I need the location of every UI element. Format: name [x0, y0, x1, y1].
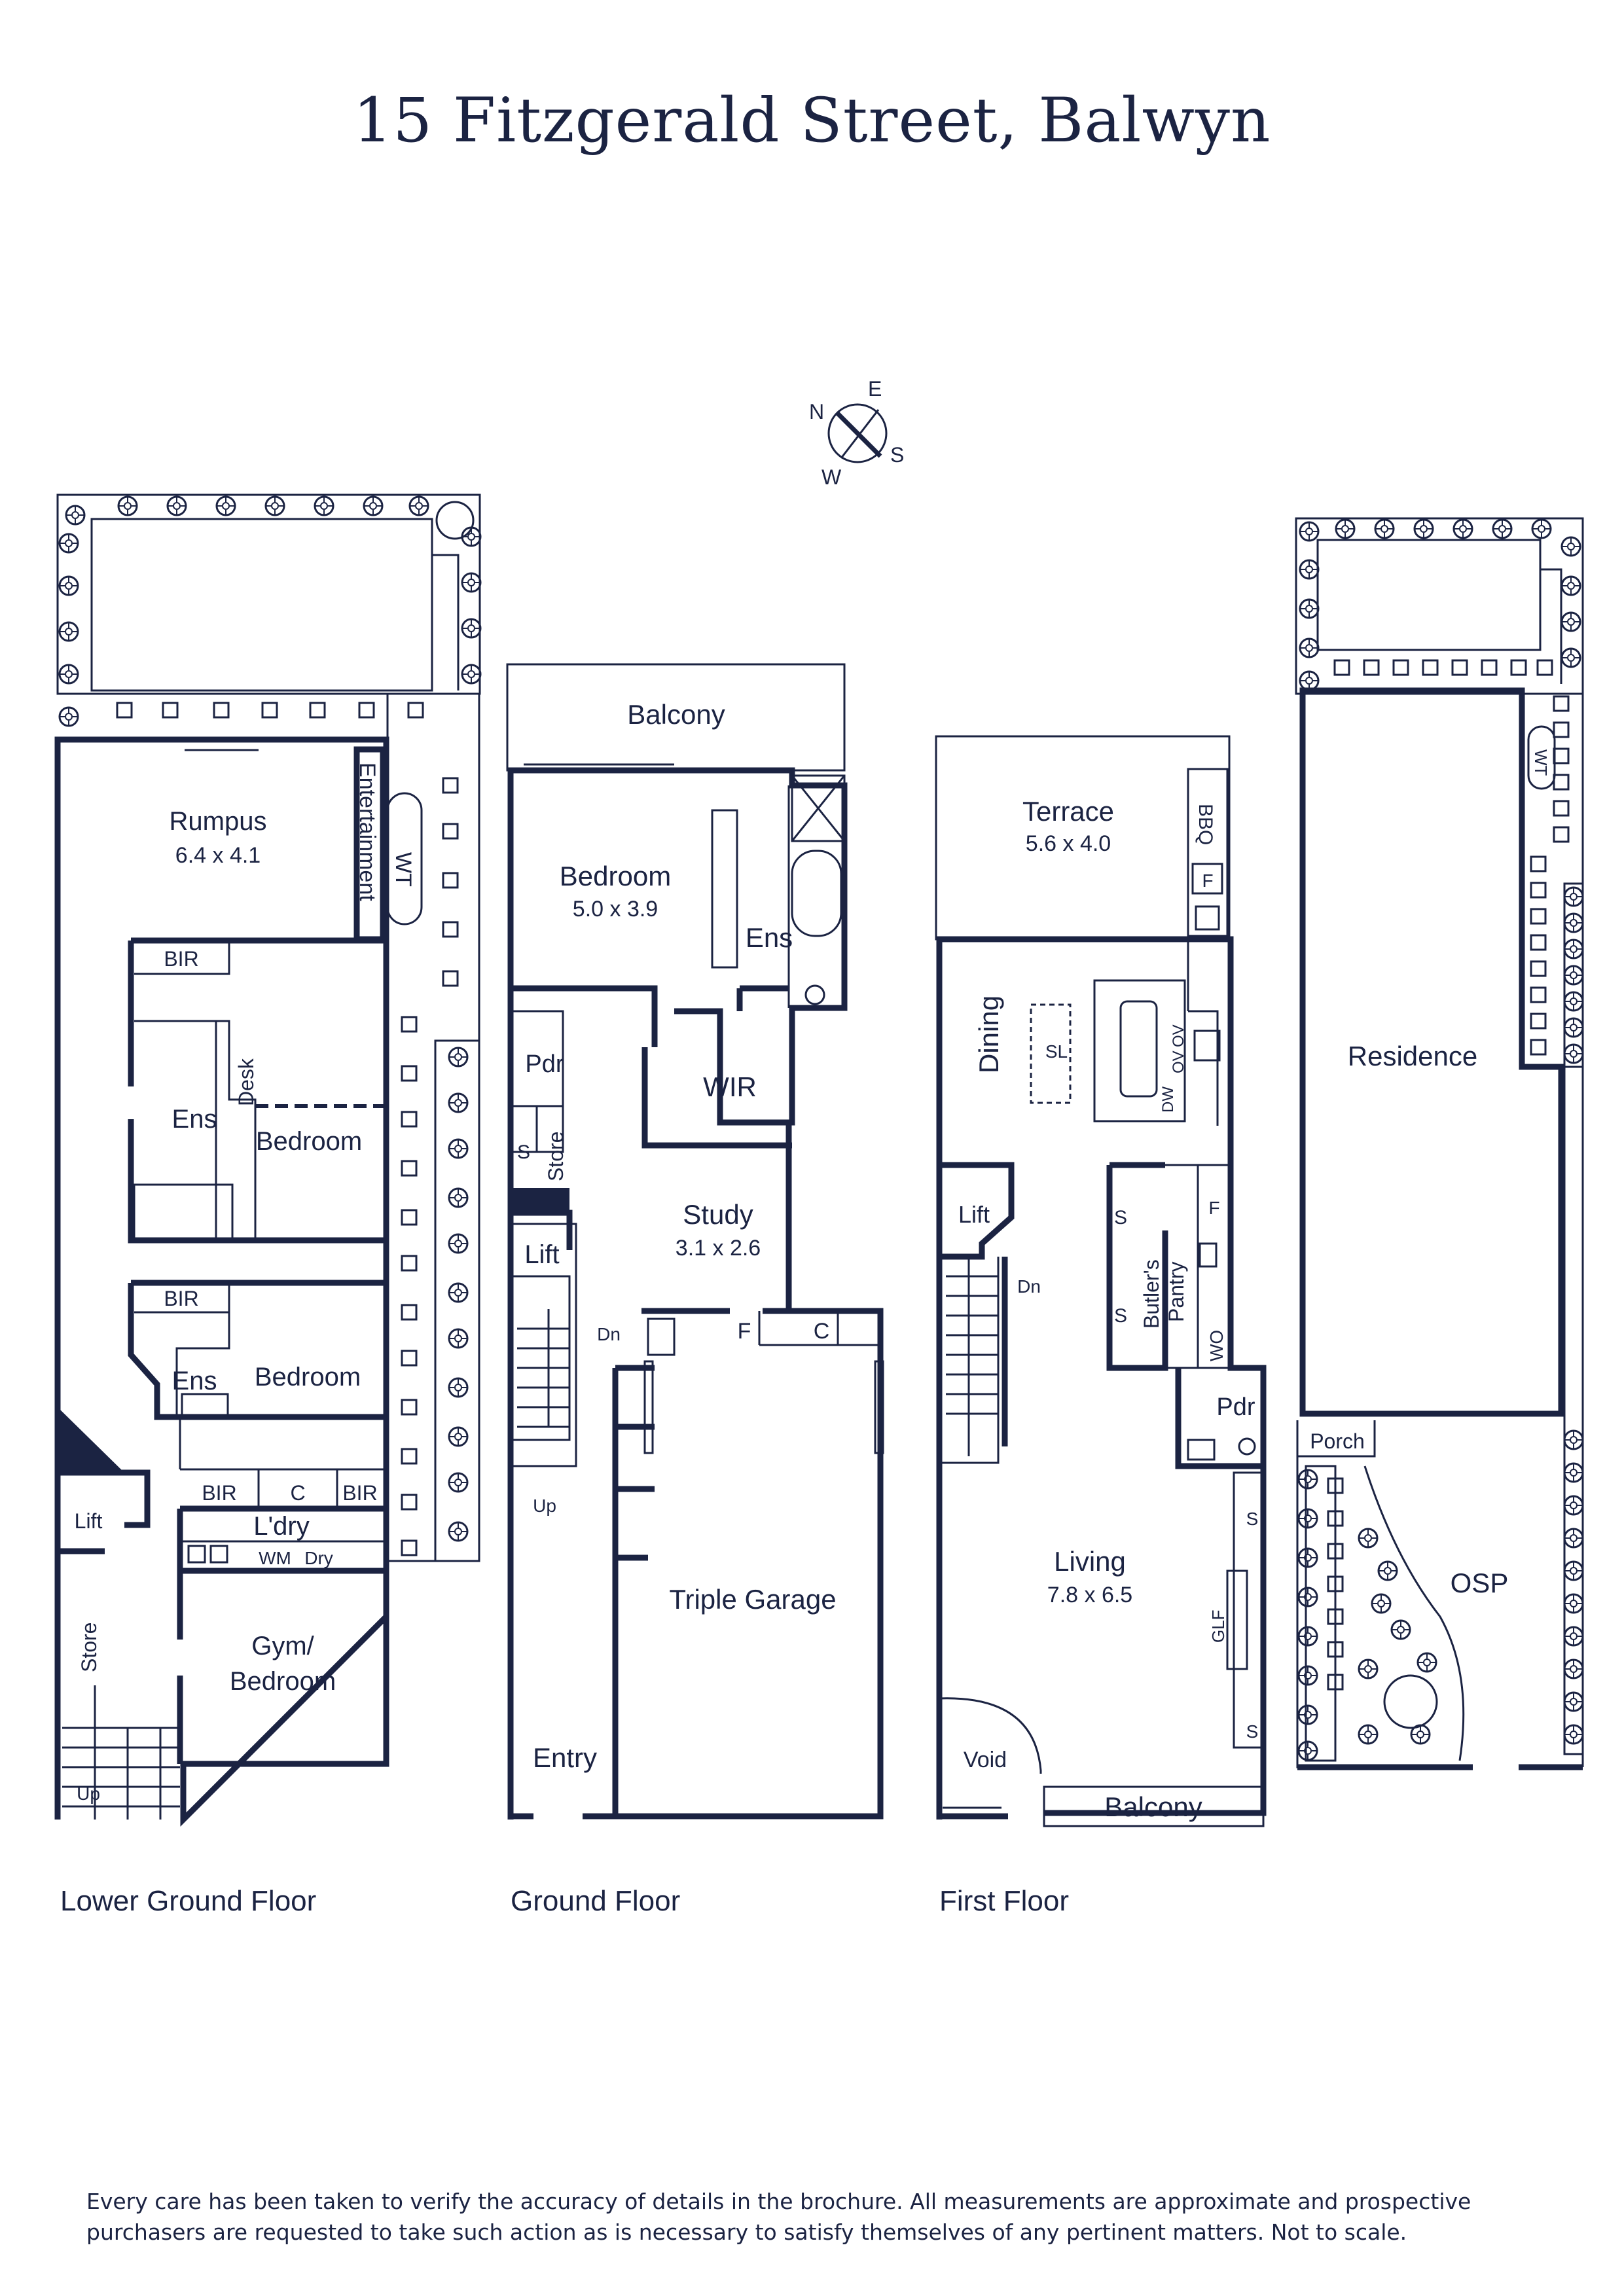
- first-dining-label: Dining: [973, 996, 1004, 1073]
- ground-study-label: Study: [683, 1199, 753, 1230]
- first-living-dim: 7.8 x 6.5: [1047, 1583, 1132, 1607]
- lower-ground-floor-label: Lower Ground Floor: [60, 1885, 317, 1917]
- ground-bedroom-dim: 5.0 x 3.9: [573, 897, 658, 922]
- lower-ens-label-2: Ens: [172, 1367, 217, 1395]
- first-s-label-3: S: [1246, 1509, 1259, 1529]
- lower-wm-label: WM: [259, 1548, 291, 1568]
- site-porch-label: Porch: [1310, 1429, 1365, 1453]
- site-residence-outline: [1299, 687, 1564, 1417]
- ground-entry-label: Entry: [533, 1742, 597, 1773]
- ground-s-label: S: [517, 1141, 530, 1163]
- ground-up-label: Up: [533, 1496, 556, 1516]
- ground-wir-label: WIR: [703, 1071, 757, 1102]
- lower-up-label: Up: [77, 1784, 100, 1804]
- first-floor: Terrace 5.6 x 4.0 BBQ F Dining SL OV OV …: [935, 735, 1267, 1827]
- lower-side-trees: [448, 1047, 469, 1542]
- site-osp-label: OSP: [1451, 1568, 1509, 1598]
- first-dw-label: DW: [1159, 1086, 1177, 1113]
- first-s-label-1: S: [1114, 1207, 1127, 1229]
- lower-lift-label: Lift: [75, 1509, 103, 1533]
- disclaimer: Every care has been taken to verify the …: [86, 2186, 1559, 2248]
- first-ov-label: OV: [1170, 1050, 1187, 1073]
- lower-outline: [54, 736, 389, 1827]
- first-void-label: Void: [964, 1748, 1007, 1772]
- first-dn-label: Dn: [1017, 1276, 1041, 1297]
- lower-ens-label-1: Ens: [172, 1105, 217, 1134]
- compass-w: W: [821, 465, 842, 489]
- first-living-label: Living: [1054, 1546, 1126, 1577]
- site-residence-label: Residence: [1348, 1041, 1477, 1071]
- first-terrace-label: Terrace: [1022, 796, 1114, 827]
- site-plan: WT Residence Porch OSP: [1295, 517, 1584, 1770]
- first-floor-label: First Floor: [939, 1885, 1069, 1917]
- first-pantry-label: Pantry: [1164, 1262, 1188, 1322]
- first-f-label-2: F: [1208, 1198, 1219, 1218]
- first-terrace-dim: 5.6 x 4.0: [1026, 831, 1111, 856]
- lower-bedroom-label-2: Bedroom: [255, 1363, 361, 1391]
- first-s-label-2: S: [1114, 1305, 1127, 1327]
- ground-floor: Balcony Bedroom 5.0 x 3.9 Ens WIR Pdr S …: [506, 663, 884, 1820]
- ground-dn-label: Dn: [597, 1324, 621, 1344]
- ground-garage-label: Triple Garage: [669, 1584, 836, 1615]
- site-garden: [1295, 517, 1584, 695]
- site-wt-label: WT: [1531, 749, 1551, 776]
- first-f-label-1: F: [1202, 870, 1213, 891]
- ground-balcony-label: Balcony: [627, 699, 725, 730]
- compass: N E S W: [809, 377, 904, 489]
- lower-c-label: C: [290, 1481, 305, 1505]
- compass-e: E: [868, 377, 882, 401]
- ground-store-label: Store: [544, 1132, 568, 1181]
- site-side-trees: [1563, 886, 1584, 1745]
- compass-circle: [827, 403, 888, 463]
- first-s-label-4: S: [1246, 1721, 1259, 1742]
- property-title: 15 Fitzgerald Street, Balwyn: [353, 85, 1271, 156]
- lower-gym-label-2: Bedroom: [230, 1667, 336, 1696]
- lower-wt-label: WT: [391, 852, 416, 887]
- lower-garden-trees: [58, 495, 482, 727]
- ground-c-label: C: [814, 1319, 830, 1344]
- lower-entertainment-label: Entertainment: [355, 762, 380, 901]
- ground-floor-label: Ground Floor: [511, 1885, 681, 1917]
- ground-study-dim: 3.1 x 2.6: [676, 1236, 761, 1261]
- lower-garden: [56, 493, 481, 695]
- ground-outline: [507, 767, 884, 1820]
- first-glf-label: GLF: [1208, 1609, 1228, 1643]
- first-bbq-label: BBQ: [1195, 804, 1216, 845]
- compass-s: S: [890, 443, 904, 467]
- site-posts: [1333, 659, 1570, 1056]
- lower-bir-label-2: BIR: [164, 1287, 198, 1310]
- first-pdr-label: Pdr: [1216, 1393, 1255, 1421]
- first-lift-label: Lift: [958, 1201, 990, 1228]
- ground-bedroom-label: Bedroom: [560, 861, 671, 891]
- lower-desk-label: Desk: [234, 1058, 258, 1106]
- ground-lift-label: Lift: [524, 1240, 559, 1269]
- disclaimer-line-1: Every care has been taken to verify the …: [86, 2189, 1471, 2214]
- lower-bir-label-3: BIR: [202, 1481, 236, 1505]
- lower-bir-label-1: BIR: [164, 947, 198, 971]
- lower-rumpus-label: Rumpus: [170, 807, 267, 836]
- first-sl-label: SL: [1045, 1041, 1068, 1062]
- lower-store-label: Store: [77, 1623, 101, 1672]
- lower-gym-label-1: Gym/: [251, 1632, 314, 1660]
- ground-pdr-label: Pdr: [525, 1050, 564, 1078]
- lower-bir-label-4: BIR: [342, 1481, 377, 1505]
- disclaimer-line-2: purchasers are requested to take such ac…: [86, 2219, 1407, 2245]
- first-balcony-label: Balcony: [1104, 1791, 1202, 1822]
- lower-ldry-label: L'dry: [253, 1512, 309, 1541]
- compass-n: N: [809, 400, 824, 423]
- lower-rumpus-dim: 6.4 x 4.1: [175, 843, 261, 868]
- ground-f-label: F: [738, 1319, 751, 1344]
- site-front-trees: [1297, 1469, 1438, 1761]
- first-butlers-label: Butler's: [1140, 1259, 1163, 1329]
- lower-ground-floor: Rumpus 6.4 x 4.1 Entertainment WT BIR De…: [54, 493, 482, 1827]
- lower-bedroom-label-1: Bedroom: [256, 1127, 362, 1156]
- lower-dry-label: Dry: [304, 1548, 333, 1568]
- first-wo-label: WO: [1206, 1330, 1227, 1361]
- first-ov-label-2: OV: [1170, 1024, 1187, 1047]
- ground-ens-label: Ens: [746, 922, 793, 953]
